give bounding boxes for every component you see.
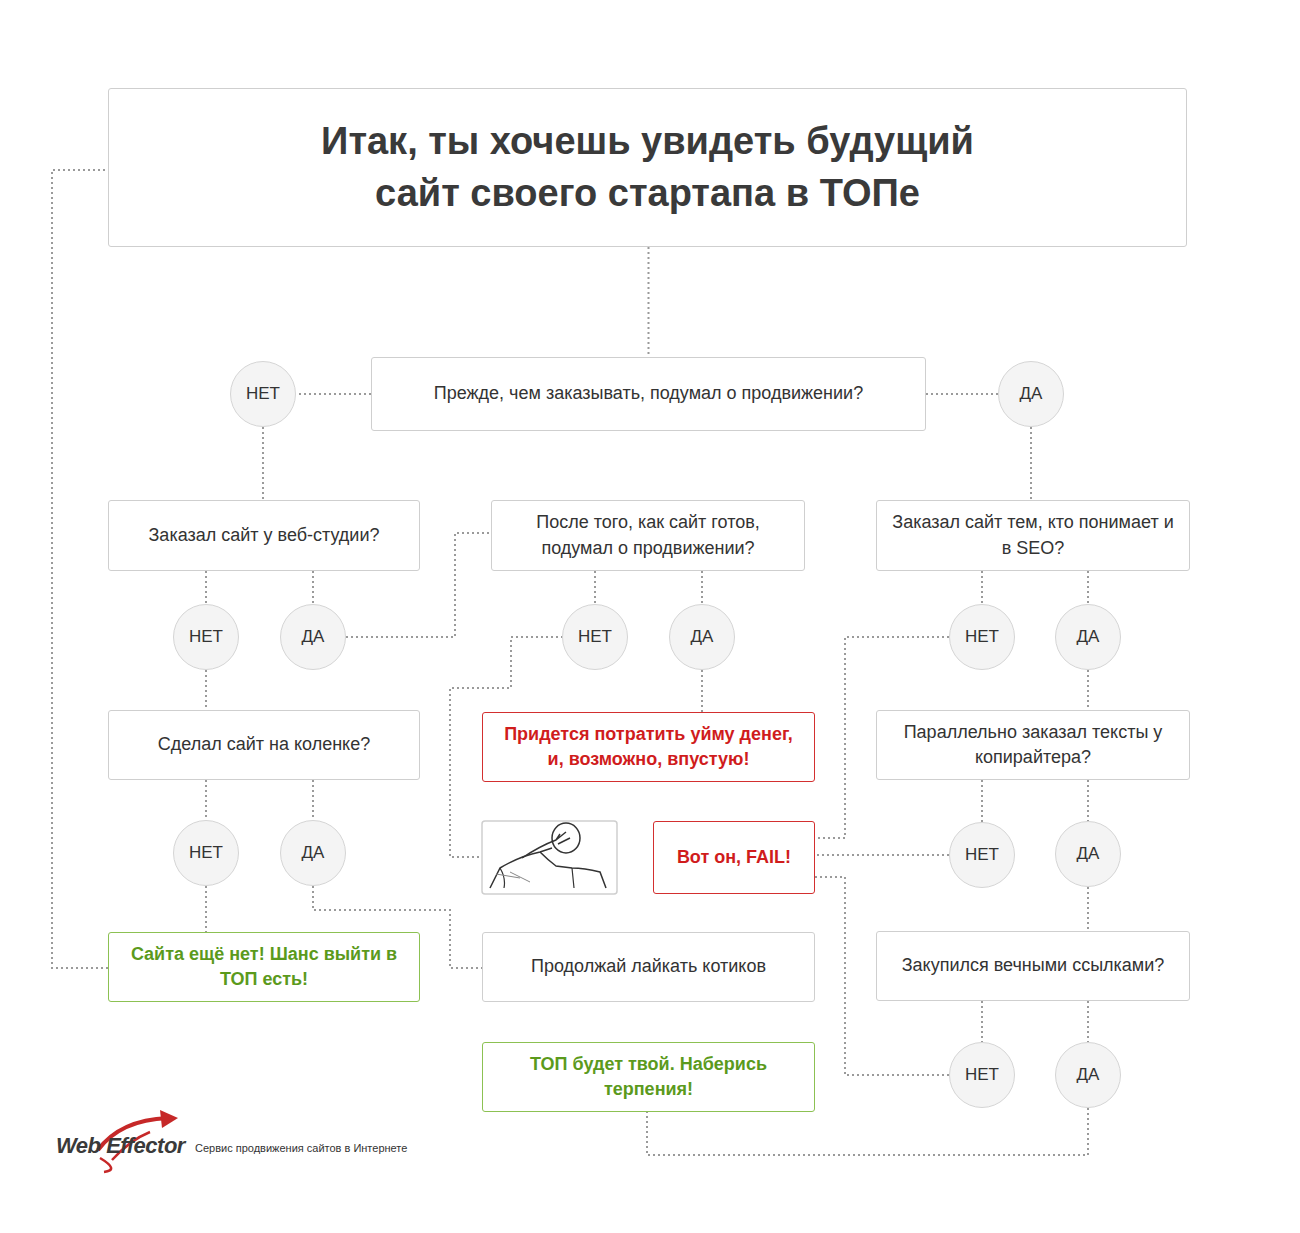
fail-box: Вот он, FAIL! [653, 821, 815, 894]
node-text: ТОП будет твой. Наберись терпения! [497, 1052, 800, 1102]
answer-circle: ДА [280, 604, 346, 670]
answer-text: НЕТ [189, 843, 223, 863]
answer-circle: ДА [998, 361, 1064, 427]
question-box: Закупился вечными ссылками? [876, 931, 1190, 1001]
fail-box: Придется потратить уйму денег, и, возмож… [482, 712, 815, 782]
dotted-connector [926, 393, 998, 395]
node-text: Параллельно заказал тексты у копирайтера… [891, 720, 1175, 770]
node-text: Итак, ты хочешь увидеть будущий сайт сво… [278, 116, 1018, 219]
answer-text: НЕТ [578, 627, 612, 647]
dotted-connector [981, 571, 983, 604]
question-box: Прежде, чем заказывать, подумал о продви… [371, 357, 926, 431]
dotted-connector [594, 571, 596, 604]
answer-text: НЕТ [965, 1065, 999, 1085]
answer-circle: ДА [1055, 1042, 1121, 1108]
answer-text: ДА [1077, 1065, 1100, 1085]
dotted-connector [701, 670, 703, 712]
answer-circle: ДА [280, 820, 346, 886]
answer-circle: НЕТ [949, 604, 1015, 670]
answer-circle: НЕТ [173, 604, 239, 670]
answer-circle: НЕТ [949, 1042, 1015, 1108]
answer-text: ДА [691, 627, 714, 647]
node-text: Заказал сайт у веб-студии? [149, 523, 380, 548]
dotted-connector [1087, 1001, 1089, 1042]
success-box: Сайта ещё нет! Шанс выйти в ТОП есть! [108, 932, 420, 1002]
dotted-connector [981, 1001, 983, 1042]
dotted-connector [1087, 887, 1089, 931]
dotted-connector [205, 571, 207, 604]
dotted-connector [312, 780, 314, 820]
answer-text: ДА [1077, 627, 1100, 647]
title-box: Итак, ты хочешь увидеть будущий сайт сво… [108, 88, 1187, 247]
dotted-connector [647, 1108, 1088, 1155]
dotted-connector [981, 780, 983, 822]
question-box: Параллельно заказал тексты у копирайтера… [876, 710, 1190, 780]
question-box: Сделал сайт на коленке? [108, 710, 420, 780]
logo-text: Web Effector [56, 1133, 185, 1159]
answer-text: НЕТ [189, 627, 223, 647]
node-text: Сайта ещё нет! Шанс выйти в ТОП есть! [123, 942, 405, 992]
answer-circle: ДА [669, 604, 735, 670]
dotted-connector [205, 780, 207, 820]
node-text: Прежде, чем заказывать, подумал о продви… [434, 381, 863, 406]
answer-text: НЕТ [246, 384, 280, 404]
dotted-connector [312, 571, 314, 604]
facepalm-picture [482, 821, 617, 894]
dotted-connector [52, 170, 108, 968]
answer-circle: ДА [1055, 604, 1121, 670]
answer-circle: НЕТ [949, 822, 1015, 888]
answer-text: ДА [1020, 384, 1043, 404]
node-text: Сделал сайт на коленке? [158, 732, 370, 757]
dotted-connector [205, 670, 207, 710]
dotted-connector [1030, 427, 1032, 500]
answer-text: ДА [1077, 844, 1100, 864]
dotted-connector [205, 886, 207, 932]
answer-circle: НЕТ [230, 361, 296, 427]
node-text: Придется потратить уйму денег, и, возмож… [497, 722, 800, 772]
dotted-connector [701, 571, 703, 604]
dotted-connector [296, 393, 371, 395]
answer-text: НЕТ [965, 627, 999, 647]
answer-text: ДА [302, 627, 325, 647]
dotted-connector [1087, 780, 1089, 821]
answer-text: НЕТ [965, 845, 999, 865]
node-text: Продолжай лайкать котиков [531, 954, 766, 979]
dotted-connector [1087, 571, 1089, 604]
answer-circle: НЕТ [562, 604, 628, 670]
dotted-connector [648, 247, 650, 357]
node-text: Закупился вечными ссылками? [902, 953, 1165, 978]
node-text: Заказал сайт тем, кто понимает и в SEO? [891, 510, 1175, 560]
dotted-connector [1087, 670, 1089, 710]
tagline: Сервис продвижения сайтов в Интернете [195, 1142, 407, 1154]
node-text: После того, как сайт готов, подумал о пр… [506, 510, 790, 560]
answer-circle: ДА [1055, 821, 1121, 887]
dotted-connector [815, 854, 949, 856]
answer-circle: НЕТ [173, 820, 239, 886]
question-box: После того, как сайт готов, подумал о пр… [491, 500, 805, 571]
question-box: Заказал сайт у веб-студии? [108, 500, 420, 571]
answer-text: ДА [302, 843, 325, 863]
node-text: Вот он, FAIL! [677, 845, 791, 870]
question-box: Заказал сайт тем, кто понимает и в SEO? [876, 500, 1190, 571]
dotted-connector [262, 427, 264, 500]
question-box: Продолжай лайкать котиков [482, 932, 815, 1002]
success-box: ТОП будет твой. Наберись терпения! [482, 1042, 815, 1112]
